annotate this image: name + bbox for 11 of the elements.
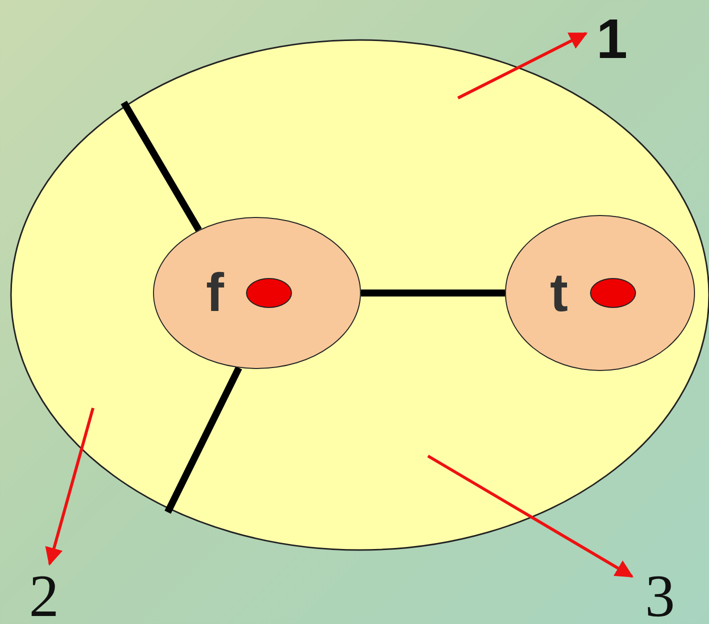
connector-line xyxy=(164,366,242,514)
letter-label: f xyxy=(206,266,224,320)
connector-line xyxy=(361,290,505,296)
connector-line xyxy=(120,100,202,232)
arrow xyxy=(45,408,94,566)
arrow xyxy=(457,32,588,100)
number-label: 2 xyxy=(16,564,72,624)
number-label: 1 xyxy=(586,8,638,68)
arrow xyxy=(427,454,634,578)
number-label: 3 xyxy=(632,564,688,624)
letter-label: t xyxy=(550,266,568,320)
